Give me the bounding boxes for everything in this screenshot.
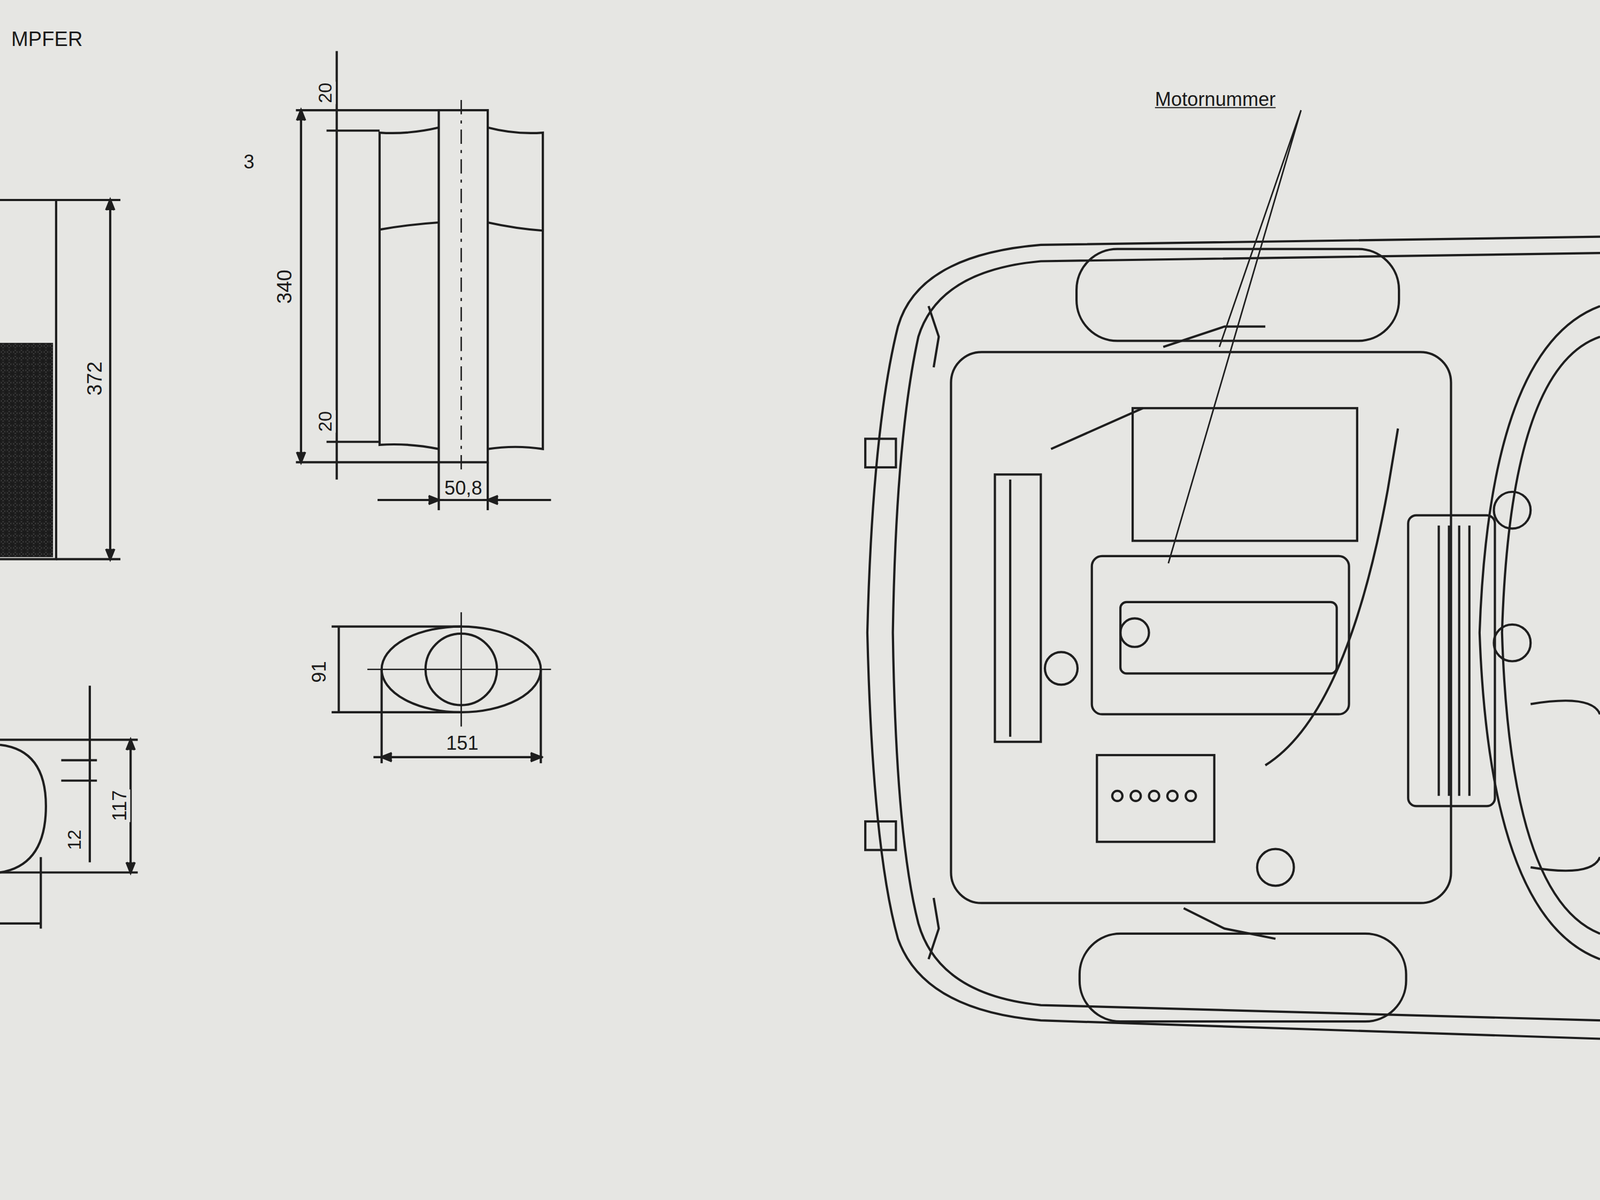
dimension-label: 3 bbox=[242, 150, 256, 172]
dimension-label: 91 bbox=[308, 659, 330, 683]
dimension-label: MPFER bbox=[10, 27, 84, 51]
dimension-label: 50,8 bbox=[443, 477, 483, 499]
dimension-label: 372 bbox=[83, 360, 106, 397]
dimension-label: 340 bbox=[273, 268, 296, 305]
callout-label: Motornummer bbox=[1154, 88, 1277, 110]
dimension-label: 20 bbox=[315, 81, 336, 105]
pipe-section bbox=[0, 685, 138, 929]
muffler-front-view bbox=[295, 50, 551, 511]
dimension-label: 117 bbox=[108, 788, 130, 822]
dimension-label: 12 bbox=[64, 828, 85, 851]
dimension-label: 151 bbox=[444, 732, 480, 754]
dimension-label: 20 bbox=[315, 410, 336, 433]
car-top-view bbox=[865, 110, 1600, 1039]
muffler-side-view bbox=[0, 200, 121, 560]
muffler-section bbox=[331, 612, 551, 764]
